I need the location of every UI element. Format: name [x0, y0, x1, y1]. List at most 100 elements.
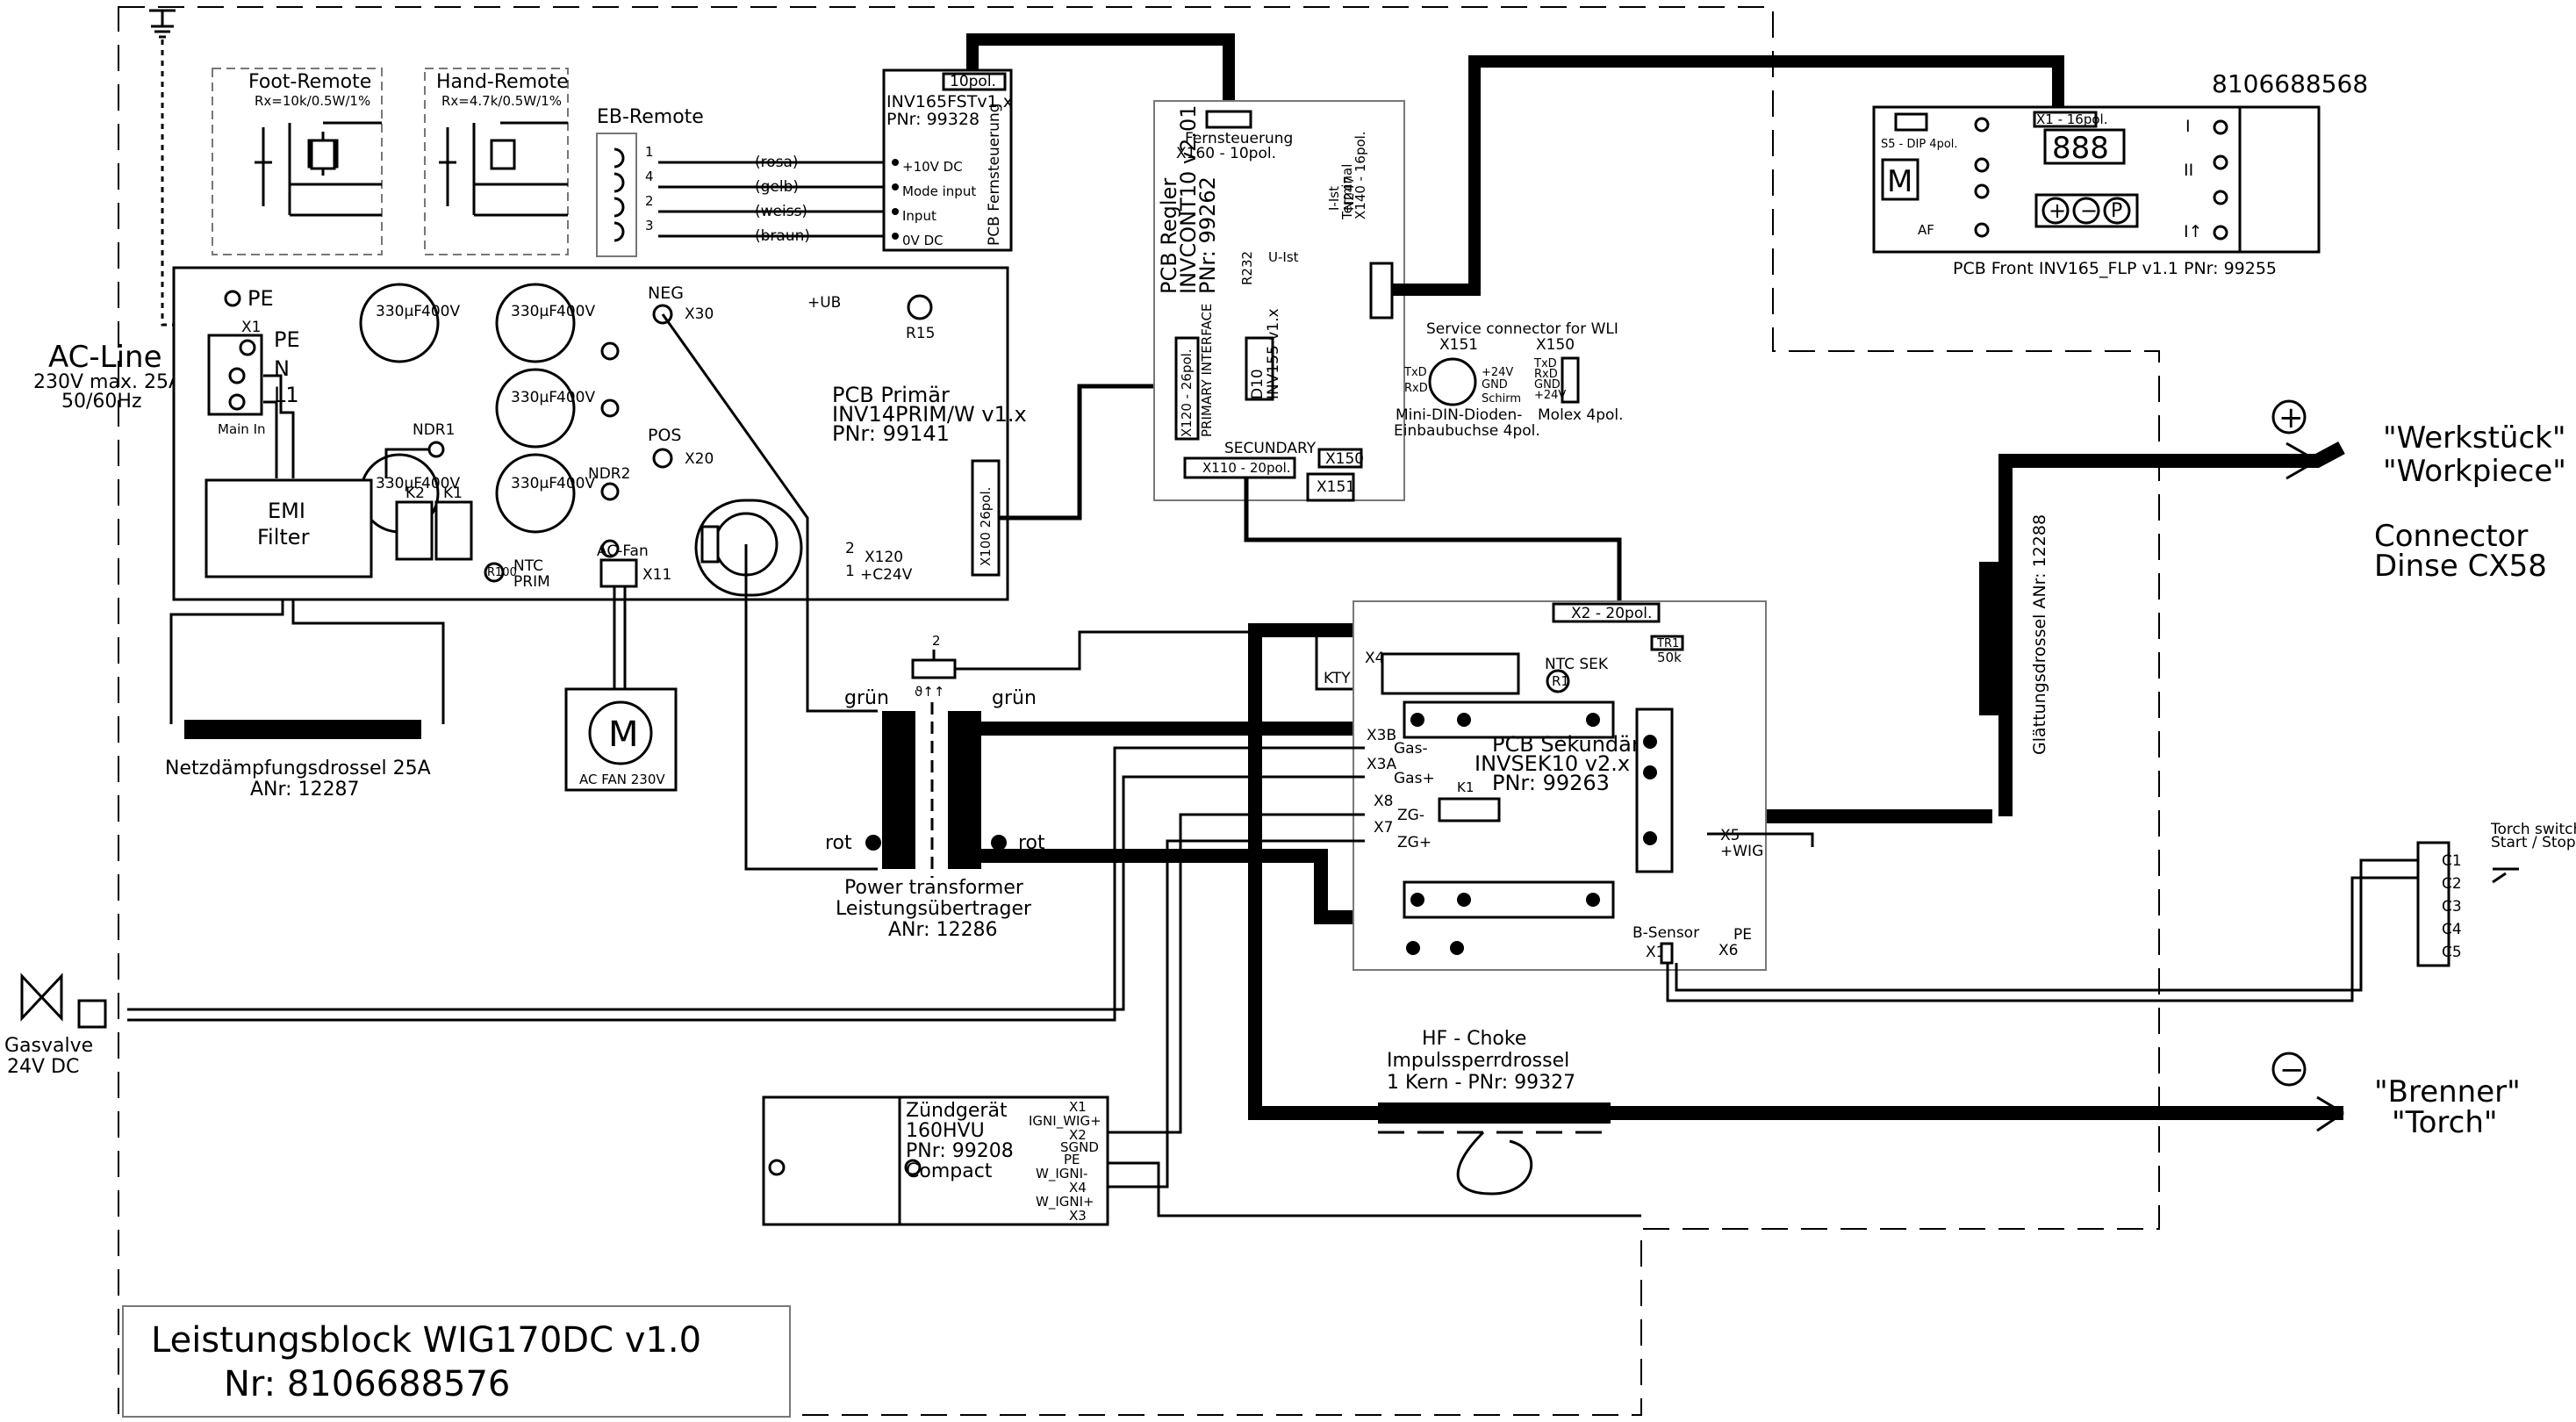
mains-choke-anr: ANr: 12287 [250, 779, 360, 801]
transformer-name2: Leistungsübertrager [836, 898, 1032, 920]
right-gruen: grün [992, 687, 1037, 709]
hand-remote-spec: Rx=4.7k/0.5W/1% [441, 93, 562, 109]
fan-m-icon: M [608, 715, 639, 755]
wire-braun: (braun) [755, 227, 810, 245]
ign-x3: X3 [1069, 1208, 1087, 1224]
din-txd: TxD [1403, 366, 1427, 379]
hf-choke-l3: 1 Kern - PNr: 99327 [1387, 1072, 1575, 1094]
gas-minus-label: Gas- [1394, 740, 1428, 758]
front-plus-button: + [2049, 198, 2066, 223]
zg-plus-label: ZG+ [1397, 834, 1432, 851]
front-minus-button: − [2080, 198, 2098, 223]
cap5-voltage: 400V [421, 475, 460, 492]
workpiece-plus: + [2278, 400, 2304, 435]
workpiece-connector: + "Werkstück" "Workpiece" Connector Dins… [1998, 399, 2566, 816]
torch-connector: − "Brenner" "Torch" [2271, 1052, 2521, 1140]
sek-k1-label: K1 [1457, 779, 1474, 795]
wire-remote-to-x160 [966, 33, 1235, 114]
gasvalve: Gasvalve 24V DC [4, 973, 107, 1078]
wig-label: +WIG [1720, 843, 1763, 860]
x120pol-label: X120 - 26pol. [1179, 348, 1195, 437]
ign-wigni-plus: W_IGNI+ [1036, 1194, 1094, 1210]
pcb-primary-name: INV14PRIM/W v1.x [832, 402, 1027, 427]
ign-x4: X4 [1069, 1180, 1087, 1196]
pcb-regler-title: PCB Regler [1157, 178, 1181, 294]
pcb-primary-board: PE X1 PE N L1 Main In 330µF 400V 330µF 4… [172, 266, 1027, 601]
hf-choke-l2: Impulssperrdrossel [1387, 1050, 1569, 1072]
x150b-label: X150 [1536, 336, 1575, 354]
mode-it: I↑ [2184, 222, 2203, 241]
mini-din-1: Mini-DIN-Dioden- [1396, 406, 1522, 424]
n247-label: N247 [1341, 176, 1357, 211]
torch-c1: C1 [2442, 852, 2462, 870]
secundary-label: SECUNDARY [1224, 440, 1317, 457]
k2-label: K2 [405, 485, 425, 502]
front-display: 888 [2052, 131, 2109, 166]
capacitor-bank: 330µF 400V 330µF 400V 330µF 400V 330µF 4… [359, 283, 595, 534]
zg-minus-label: ZG- [1397, 807, 1424, 824]
uist-label: U-Ist [1268, 249, 1299, 265]
ac-fan: M AC FAN 230V [564, 586, 678, 792]
ign-sgnd: SGND [1060, 1139, 1099, 1155]
pcb-primary-title: PCB Primär [832, 383, 950, 407]
emi-label: EMI [268, 499, 305, 523]
x6-label: X6 [1719, 942, 1738, 959]
cap3-voltage: 400V [556, 389, 595, 406]
eb-remote: EB-Remote 1 4 2 3 (rosa) (gelb) (weiss) … [596, 106, 895, 257]
wire-weiss: (weiss) [755, 203, 807, 220]
transformer-anr: ANr: 12286 [888, 919, 998, 941]
sek-pe-label: PE [1733, 926, 1752, 944]
terminal-label: Terminal [1339, 164, 1355, 220]
hf-choke: HF - Choke Impulssperrdrossel 1 Kern - P… [1378, 1028, 1611, 1196]
service-label: Service connector for WLI [1426, 320, 1618, 338]
title-block: Leistungsblock WIG170DC v1.0 Nr: 8106688… [122, 1305, 791, 1418]
iist-label: I-Ist [1326, 186, 1342, 211]
gasvalve-name: Gasvalve [4, 1035, 93, 1057]
torch-switch: Torch switch Start / Stop C1 C2 C3 C4 C5 [2416, 821, 2576, 967]
mini-din-2: Einbaubuchse 4pol. [1394, 422, 1540, 440]
front-x1: X1 - 16pol. [2036, 111, 2108, 127]
ndr1-label: NDR1 [413, 421, 455, 439]
x160-label: Fernsteuerung [1185, 130, 1293, 147]
fan-label: AC FAN 230V [579, 772, 665, 787]
cap1-voltage: 400V [421, 303, 460, 320]
wire-bsensor [1666, 858, 2418, 1002]
pcb-front-panel: 8106688568 X1 - 16pol. S5 - DIP 4pol. M … [1872, 69, 2368, 278]
pcb-remote-pin-10v: +10V DC [902, 159, 963, 175]
eb-pin-4: 4 [645, 169, 654, 184]
pcb-secondary-board: X2 - 20pol. TR1 50k X4 KTY NTC SEK R1 X3… [1324, 600, 1767, 971]
power-transformer: grün grün rot rot Power transformer Leis… [661, 313, 1369, 941]
x5-label: X5 [1720, 827, 1740, 844]
torch-c4: C4 [2442, 921, 2462, 938]
c24v-label: +C24V [860, 566, 913, 584]
ignition-l2: 160HVU [906, 1120, 985, 1142]
ac-line-spec2: 50/60Hz [61, 391, 142, 413]
pcb-remote-pnr: PNr: 99328 [886, 110, 979, 129]
left-gruen: grün [844, 687, 889, 709]
pcb-sek-pnr: PNr: 99263 [1492, 771, 1610, 795]
hf-choke-l1: HF - Choke [1422, 1028, 1526, 1050]
pcb-remote-pin-input: Input [902, 208, 936, 224]
inv-label: INV155 v1.x [1265, 308, 1282, 399]
pcb-primary-x1: X1 [241, 319, 261, 336]
front-dip: S5 - DIP 4pol. [1881, 138, 1958, 151]
r100-label: R100 [487, 566, 517, 579]
terminal-pe: PE [274, 327, 300, 352]
ntc-symbol: ϑ↑↑ [915, 684, 944, 700]
eb-remote-title: EB-Remote [597, 106, 704, 128]
torch-en: "Torch" [2392, 1105, 2498, 1140]
hand-remote-title: Hand-Remote [436, 71, 569, 93]
workpiece-en: "Workpiece" [2383, 454, 2566, 489]
molex-24v: +24V [1534, 389, 1566, 402]
cap1-value: 330µF [376, 303, 422, 320]
din-schirm: Schirm [1482, 392, 1521, 406]
ntc-label: NTC [513, 557, 543, 575]
x11-label: X11 [642, 566, 671, 584]
molex-gnd: GND [1534, 378, 1561, 391]
r1-label: R1 [1552, 673, 1569, 689]
tr1-value: 50k [1657, 650, 1682, 665]
front-footer: PCB Front INV165_FLP v1.1 PNr: 99255 [1953, 259, 2277, 278]
ignition-unit: Zündgerät 160HVU PNr: 99208 Compact X1 I… [762, 1095, 1109, 1226]
x140-label: X140 - 16pol. [1353, 131, 1368, 219]
